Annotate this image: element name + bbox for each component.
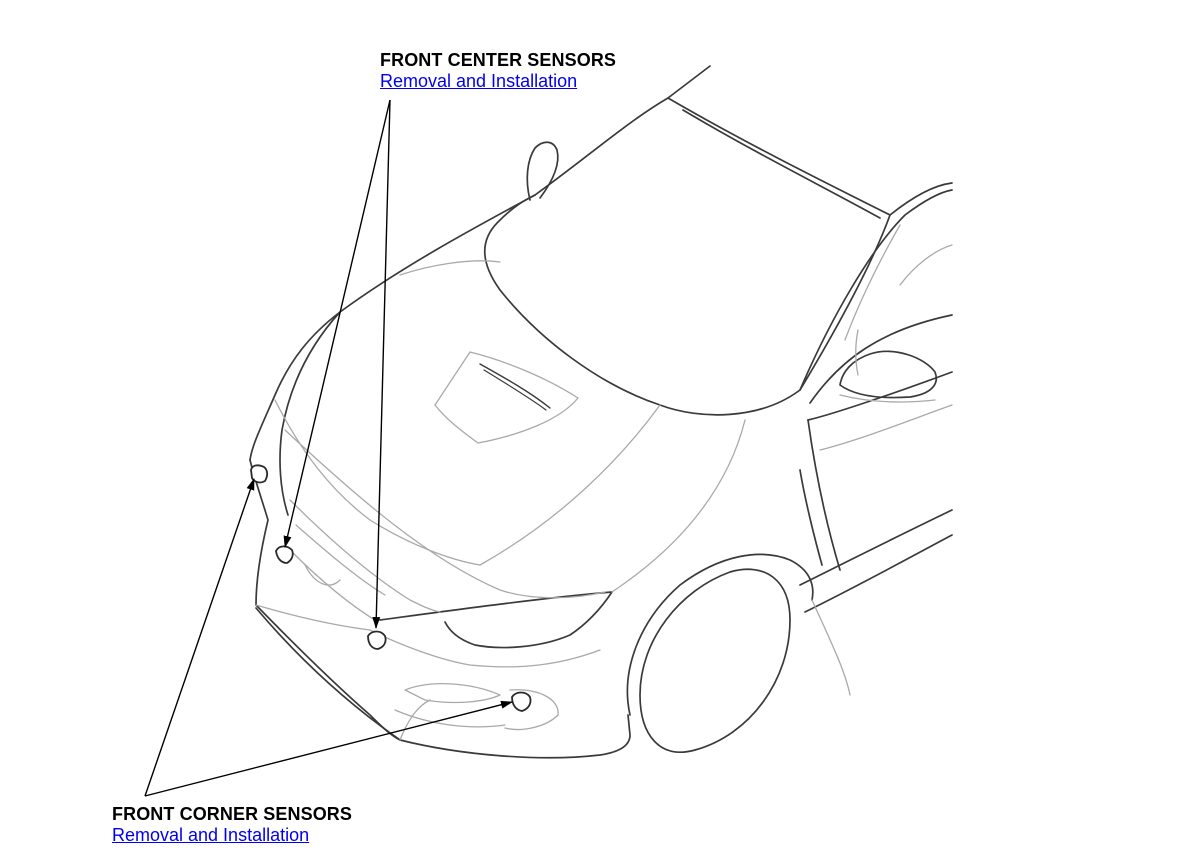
sensor-group bbox=[250, 464, 532, 712]
front-corner-sensor-left bbox=[250, 464, 269, 484]
front-corner-sensor-right bbox=[511, 691, 532, 712]
front-center-sensors-callout: FRONT CENTER SENSORS Removal and Install… bbox=[380, 50, 616, 92]
front-center-sensors-title: FRONT CENTER SENSORS bbox=[380, 50, 617, 70]
car-body-outline bbox=[249, 65, 953, 759]
front-center-sensor-left bbox=[275, 545, 294, 564]
car-body-details bbox=[255, 224, 953, 741]
front-center-removal-link[interactable]: Removal and Installation bbox=[380, 70, 578, 91]
leader-center-right bbox=[372, 99, 391, 629]
front-corner-sensors-callout: FRONT CORNER SENSORS Removal and Install… bbox=[112, 804, 352, 846]
front-corner-sensors-title: FRONT CORNER SENSORS bbox=[112, 804, 353, 824]
leader-corner-left bbox=[144, 478, 255, 797]
leader-lines bbox=[144, 99, 513, 797]
leader-center-left bbox=[283, 99, 391, 548]
leader-corner-right bbox=[144, 700, 513, 797]
front-corner-removal-link[interactable]: Removal and Installation bbox=[112, 824, 310, 845]
front-center-sensor-right bbox=[367, 630, 387, 650]
